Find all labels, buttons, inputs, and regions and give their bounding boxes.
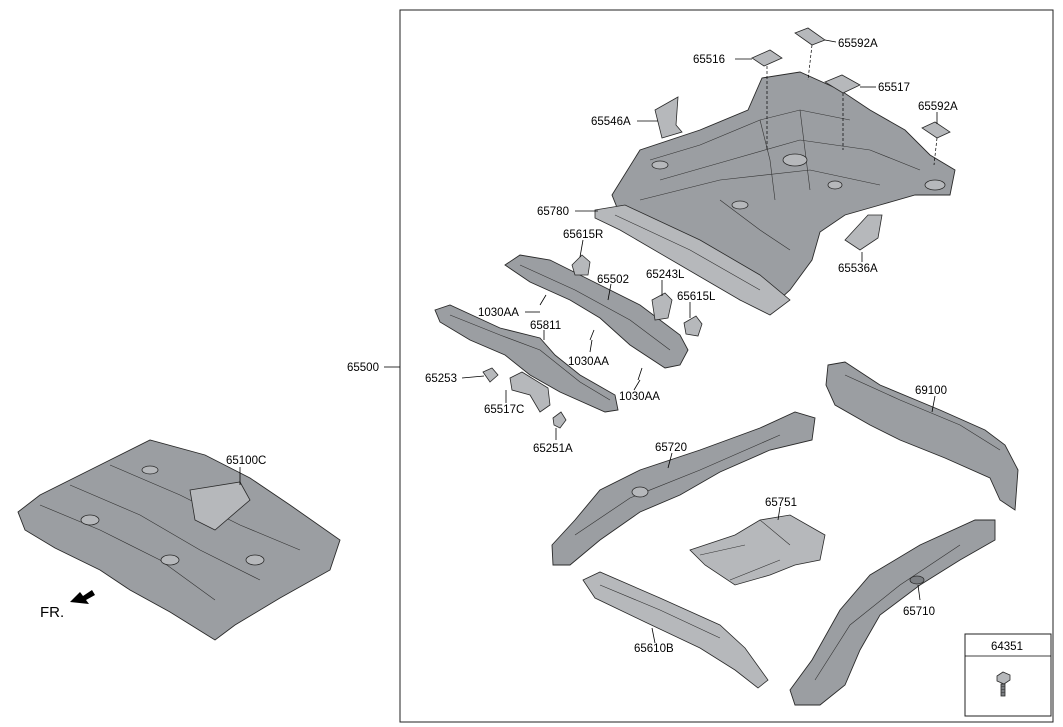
label-69100: 69100 [915,385,947,397]
assembly-group-label: 65500 [347,362,379,374]
bracket-65536A [844,214,883,251]
label-65251A: 65251A [533,443,573,455]
label-65710: 65710 [903,606,935,618]
bracket-65615L [683,315,703,337]
label-65751: 65751 [765,497,797,509]
label-65615R: 65615R [563,229,603,241]
bolt-icon [996,671,1011,697]
bolt-65253 [482,367,499,383]
bracket-65592A-right [921,121,951,139]
bracket-65517C [509,371,551,413]
bracket-65516 [751,49,783,67]
label-65100C: 65100C [226,455,266,467]
center-floor-member-65811 [434,304,619,413]
label-65610B: 65610B [634,643,674,655]
label-1030AA-c: 1030AA [619,391,660,403]
label-65516: 65516 [693,54,725,66]
label-65517: 65517 [878,82,910,94]
label-65615L: 65615L [677,291,716,303]
label-65592A-top: 65592A [838,38,878,50]
hardware-box [964,633,1052,717]
fastener-1030AA-c [637,367,643,381]
hardware-box-label: 64351 [991,641,1023,653]
side-member-65710 [789,519,996,706]
label-65811: 65811 [530,320,561,332]
label-65720: 65720 [655,442,687,454]
label-65253: 65253 [425,373,457,385]
bracket-65592A-top [794,27,826,46]
fastener-1030AA-a [539,294,547,306]
label-1030AA-b: 1030AA [568,356,609,368]
bracket-65243L [651,292,673,321]
rear-crossmember-69100 [825,361,1019,511]
front-direction-label: FR. [40,604,64,621]
front-floor-crossmember [594,204,791,316]
label-65243L: 65243L [646,269,685,281]
label-65592A-right: 65592A [918,101,958,113]
label-65517C: 65517C [484,404,524,416]
bracket-65546A [654,96,683,139]
label-65536A: 65536A [838,263,878,275]
center-floor-member-65502 [504,254,689,369]
bracket-65251A [552,411,567,429]
assembly-frame [399,9,1054,723]
label-65780: 65780 [537,206,569,218]
front-floor-panel [17,439,341,641]
label-65502: 65502 [597,274,629,286]
front-direction-arrow-icon [70,590,95,604]
reinforcement-65610B [582,571,769,689]
side-member-65720 [551,411,816,566]
bracket-65615R [571,254,591,276]
bracket-65517 [824,74,861,94]
crossmember-65751 [689,514,826,586]
fastener-1030AA-b [589,329,595,341]
label-65546A: 65546A [591,116,631,128]
label-1030AA-a: 1030AA [478,307,519,319]
